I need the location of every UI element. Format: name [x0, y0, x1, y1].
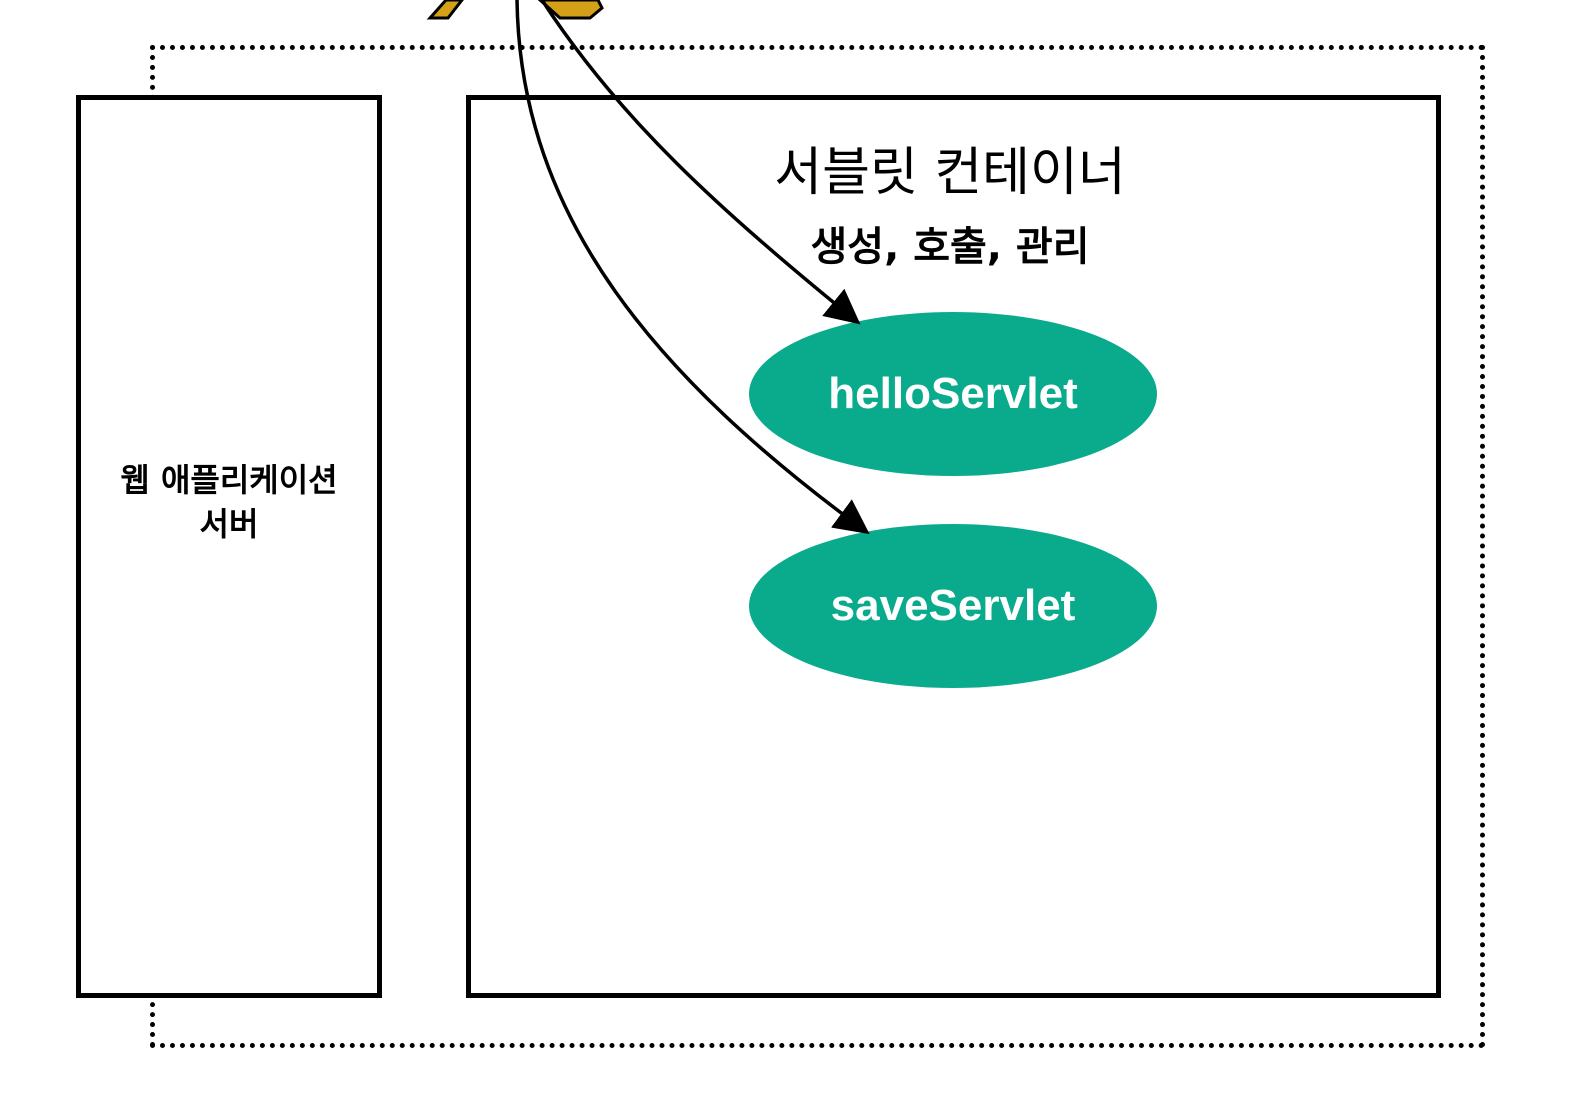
- servlet-container-subtitle: 생성, 호출, 관리: [810, 224, 1090, 270]
- hello-servlet-label: helloServlet: [828, 369, 1078, 418]
- web-application-server-label-line2: 서버: [199, 504, 259, 543]
- cat-mascot-icon: [426, 0, 604, 20]
- hello-servlet-node: helloServlet: [749, 312, 1157, 476]
- web-application-server-label: 웹 애플리케이션 서버: [120, 458, 337, 546]
- web-application-server-box: 웹 애플리케이션 서버: [76, 95, 382, 998]
- save-servlet-node: saveServlet: [749, 524, 1157, 688]
- servlet-container-title: 서블릿 컨테이너: [774, 143, 1126, 203]
- save-servlet-label: saveServlet: [830, 581, 1076, 630]
- web-application-server-label-line1: 웹 애플리케이션: [120, 460, 338, 499]
